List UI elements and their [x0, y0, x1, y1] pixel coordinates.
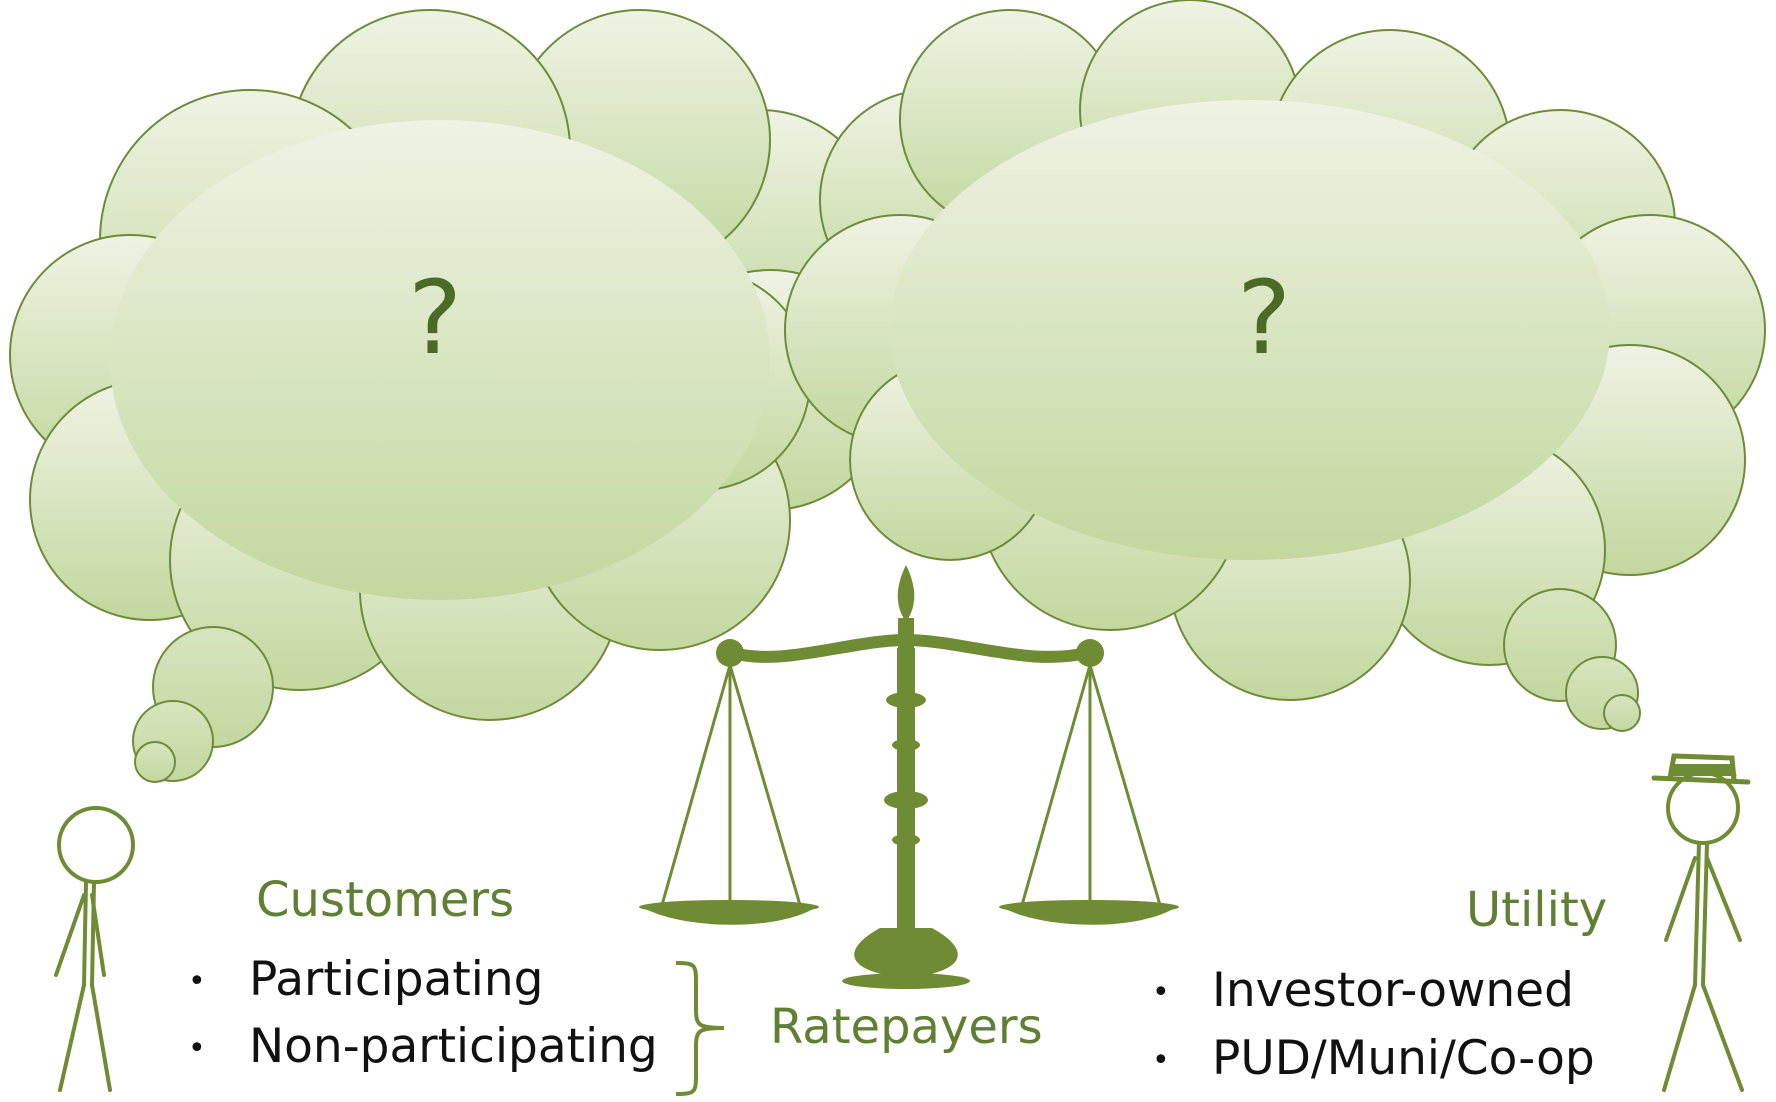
list-item: PUD/Muni/Co-op [1212, 1031, 1595, 1086]
left-thought-cloud [9, 9, 891, 721]
list-item: Participating [249, 952, 544, 1007]
left-cloud-question-mark: ? [408, 259, 463, 378]
customers-heading: Customers [256, 872, 515, 928]
list-item: Investor-owned [1212, 963, 1574, 1018]
left-thought-bubbles [132, 626, 274, 783]
list-bullet: • [1152, 1043, 1170, 1078]
list-item: Non-participating [249, 1019, 658, 1074]
right-thought-bubbles [1503, 588, 1641, 732]
list-bullet: • [188, 1031, 206, 1066]
scales-of-justice-icon [639, 565, 1179, 989]
utility-heading: Utility [1466, 882, 1608, 938]
ratepayers-label: Ratepayers [770, 999, 1043, 1055]
right-cloud-question-mark: ? [1237, 259, 1292, 378]
right-thought-cloud [784, 0, 1766, 701]
ratepayers-bracket [675, 961, 725, 1096]
list-bullet: • [188, 964, 206, 999]
list-bullet: • [1152, 975, 1170, 1010]
stick-figure-customer-icon [54, 806, 135, 1092]
stick-figure-utility-icon [1651, 753, 1751, 1092]
